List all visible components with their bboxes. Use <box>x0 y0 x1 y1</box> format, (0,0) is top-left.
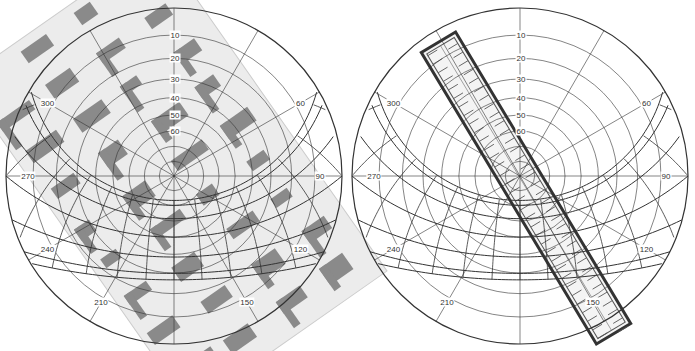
angle-label: 210 <box>439 298 454 307</box>
angle-label: 300 <box>40 98 55 107</box>
angle-label: 150 <box>585 298 600 307</box>
angle-label: 210 <box>93 298 108 307</box>
angle-label: 10 <box>516 31 527 40</box>
angle-label: 60 <box>641 98 652 107</box>
angle-label: 120 <box>639 245 654 254</box>
angle-label: 40 <box>516 93 527 102</box>
angle-label: 50 <box>516 110 527 119</box>
angle-label: 120 <box>293 245 308 254</box>
angle-label: 90 <box>315 172 326 181</box>
angle-label: 240 <box>40 245 55 254</box>
angle-label: 40 <box>170 93 181 102</box>
building-plan <box>421 32 631 345</box>
angle-label: 10 <box>170 31 181 40</box>
angle-label: 50 <box>170 110 181 119</box>
angle-label: 20 <box>170 54 181 63</box>
angle-label: 270 <box>20 172 35 181</box>
angle-label: 30 <box>170 75 181 84</box>
angle-label: 20 <box>516 54 527 63</box>
angle-label: 60 <box>170 126 181 135</box>
angle-label: 300 <box>386 98 401 107</box>
angle-label: 240 <box>386 245 401 254</box>
angle-label: 30 <box>516 75 527 84</box>
angle-label: 60 <box>295 98 306 107</box>
angle-label: 150 <box>239 298 254 307</box>
sun-path-grid <box>6 8 342 344</box>
site-plan <box>0 0 387 351</box>
angle-label: 60 <box>516 126 527 135</box>
angle-label: 90 <box>661 172 672 181</box>
sun-path-grid <box>352 8 688 344</box>
angle-label: 270 <box>366 172 381 181</box>
